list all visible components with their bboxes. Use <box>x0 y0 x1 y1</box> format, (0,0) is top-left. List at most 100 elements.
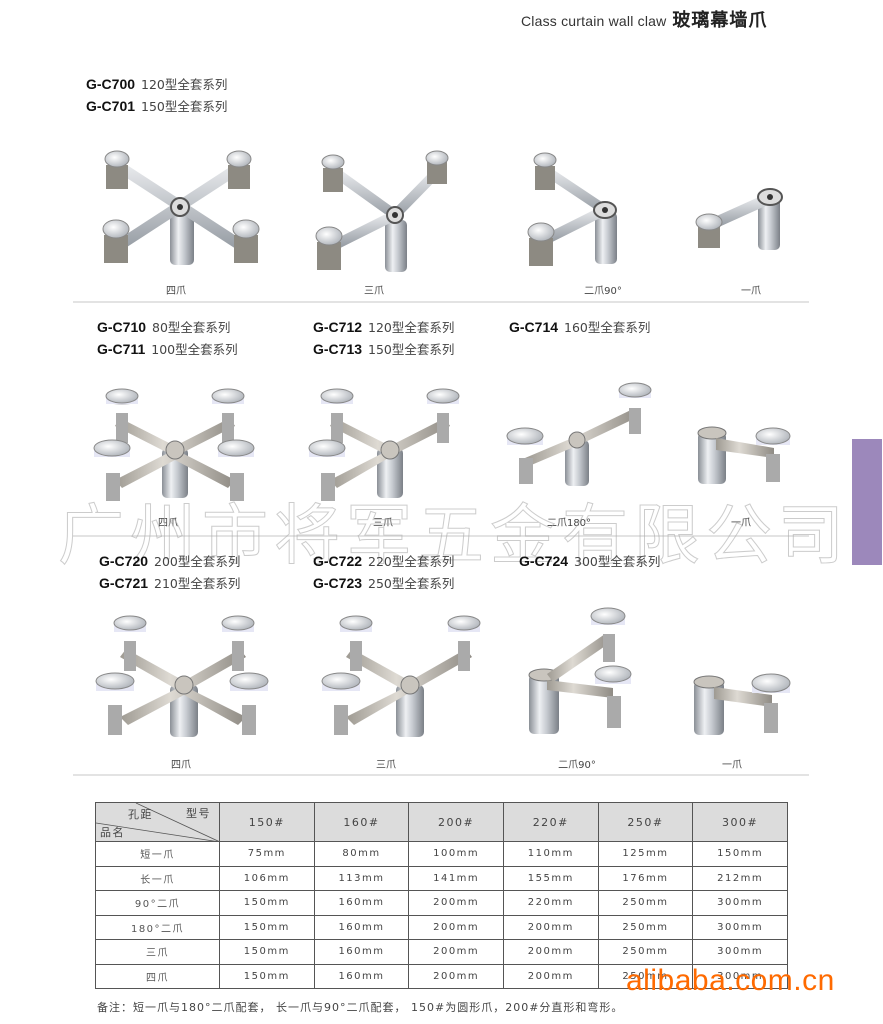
row-name: 三爪 <box>95 939 220 965</box>
table-row: 三爪 150mm 160mm 200mm 200mm 250mm 300mm <box>95 939 788 965</box>
product-label: 三爪 <box>364 286 384 297</box>
product-four-claw-image <box>90 378 260 507</box>
table-cell: 150mm <box>219 890 315 916</box>
series-block-2b: G-C712 120型全套系列 G-C713 150型全套系列 <box>313 317 454 361</box>
table-cell: 250mm <box>597 890 694 916</box>
series-code: G-C723 <box>313 575 363 591</box>
column-header: 200# <box>408 802 504 842</box>
series-desc: 210型全套系列 <box>154 576 241 591</box>
table-cell: 200mm <box>408 939 504 965</box>
column-header: 250# <box>597 802 694 842</box>
table-row: 四爪 150mm 160mm 200mm 200mm 250mm 300mm <box>95 963 788 989</box>
product-three-claw-image <box>318 605 498 744</box>
table-cell: 113mm <box>313 865 410 891</box>
accent-tab <box>852 439 882 565</box>
column-header: 150# <box>219 802 315 842</box>
table-cell: 176mm <box>597 865 694 891</box>
table-cell: 220mm <box>502 890 599 916</box>
product-three-claw-image <box>305 378 475 507</box>
series-desc: 250型全套系列 <box>368 576 455 591</box>
product-one-claw-image <box>694 420 804 494</box>
table-cell: 200mm <box>408 914 504 940</box>
series-code: G-C724 <box>519 553 569 569</box>
column-header: 300# <box>692 802 788 842</box>
table-cell: 300mm <box>692 914 788 940</box>
product-two-claw-90-image <box>525 604 645 743</box>
table-header-row: 孔距 型号 品名 150# 160# 200# 220# 250# 300# <box>95 802 788 842</box>
table-cell: 80mm <box>313 841 410 867</box>
product-two-claw-180-image <box>505 378 665 492</box>
corner-label-distance: 孔距 <box>128 808 153 821</box>
title-chinese: 玻璃幕墙爪 <box>672 10 768 31</box>
row-name: 90°二爪 <box>95 890 220 916</box>
table-cell: 160mm <box>313 914 410 940</box>
table-cell: 212mm <box>692 865 788 891</box>
footnote: 备注：短一爪与180°二爪配套， 长一爪与90°二爪配套， 150#为圆形爪，2… <box>97 1001 624 1014</box>
series-code: G-C721 <box>99 575 149 591</box>
product-label: 四爪 <box>166 286 186 297</box>
series-desc: 150型全套系列 <box>368 342 455 357</box>
table-cell: 155mm <box>502 865 599 891</box>
series-code: G-C722 <box>313 553 363 569</box>
product-label: 一爪 <box>741 286 761 297</box>
table-cell: 160mm <box>313 939 410 965</box>
corner-label-model: 型号 <box>186 807 211 820</box>
product-three-claw-image <box>315 150 455 279</box>
table-cell: 200mm <box>408 890 504 916</box>
product-one-claw-image <box>692 180 792 264</box>
table-row: 短一爪 75mm 80mm 100mm 110mm 125mm 150mm <box>95 841 788 867</box>
table-cell: 110mm <box>502 841 599 867</box>
table-cell: 100mm <box>408 841 504 867</box>
product-label: 三爪 <box>373 518 393 529</box>
series-code: G-C700 <box>86 76 136 92</box>
section-divider <box>73 774 809 776</box>
series-code: G-C713 <box>313 341 363 357</box>
table-cell: 250mm <box>597 939 694 965</box>
product-label: 四爪 <box>158 518 178 529</box>
table-row: 180°二爪 150mm 160mm 200mm 200mm 250mm 300… <box>95 914 788 940</box>
row-name: 四爪 <box>95 963 220 989</box>
series-desc: 160型全套系列 <box>564 320 651 335</box>
series-desc: 120型全套系列 <box>141 77 228 92</box>
series-desc: 80型全套系列 <box>152 320 231 335</box>
series-block-3c: G-C724 300型全套系列 <box>519 551 660 573</box>
table-cell: 250mm <box>597 963 694 989</box>
series-code: G-C710 <box>97 319 147 335</box>
page-header: Class curtain wall claw 玻璃幕墙爪 <box>521 6 767 32</box>
product-label: 二爪180° <box>546 518 592 529</box>
table-cell: 160mm <box>313 890 410 916</box>
product-label: 一爪 <box>722 760 742 771</box>
series-code: G-C712 <box>313 319 363 335</box>
table-cell: 200mm <box>502 914 599 940</box>
table-cell: 200mm <box>408 963 504 989</box>
product-label: 三爪 <box>376 760 396 771</box>
table-cell: 150mm <box>219 963 315 989</box>
product-two-claw-90-image <box>523 150 623 279</box>
table-cell: 150mm <box>219 939 315 965</box>
series-desc: 100型全套系列 <box>151 342 238 357</box>
table-cell: 75mm <box>219 841 315 867</box>
table-cell: 125mm <box>597 841 694 867</box>
row-name: 短一爪 <box>95 841 220 867</box>
table-cell: 200mm <box>502 939 599 965</box>
series-desc: 220型全套系列 <box>368 554 455 569</box>
table-cell: 200mm <box>502 963 599 989</box>
series-desc: 300型全套系列 <box>574 554 661 569</box>
series-block-2a: G-C710 80型全套系列 G-C711 100型全套系列 <box>97 317 238 361</box>
series-desc: 120型全套系列 <box>368 320 455 335</box>
table-cell: 141mm <box>408 865 504 891</box>
product-label: 一爪 <box>731 518 751 529</box>
table-cell: 160mm <box>313 963 410 989</box>
series-code: G-C720 <box>99 553 149 569</box>
section-divider <box>73 535 809 537</box>
section-divider <box>73 301 809 303</box>
corner-label-name: 品名 <box>100 826 125 839</box>
spec-table: 孔距 型号 品名 150# 160# 200# 220# 250# 300# 短… <box>95 802 788 989</box>
table-cell: 150mm <box>219 914 315 940</box>
table-row: 90°二爪 150mm 160mm 200mm 220mm 250mm 300m… <box>95 890 788 916</box>
series-code: G-C711 <box>97 341 146 357</box>
row-name: 180°二爪 <box>95 914 220 940</box>
title-english: Class curtain wall claw <box>521 13 667 29</box>
product-label: 二爪90° <box>558 760 596 771</box>
